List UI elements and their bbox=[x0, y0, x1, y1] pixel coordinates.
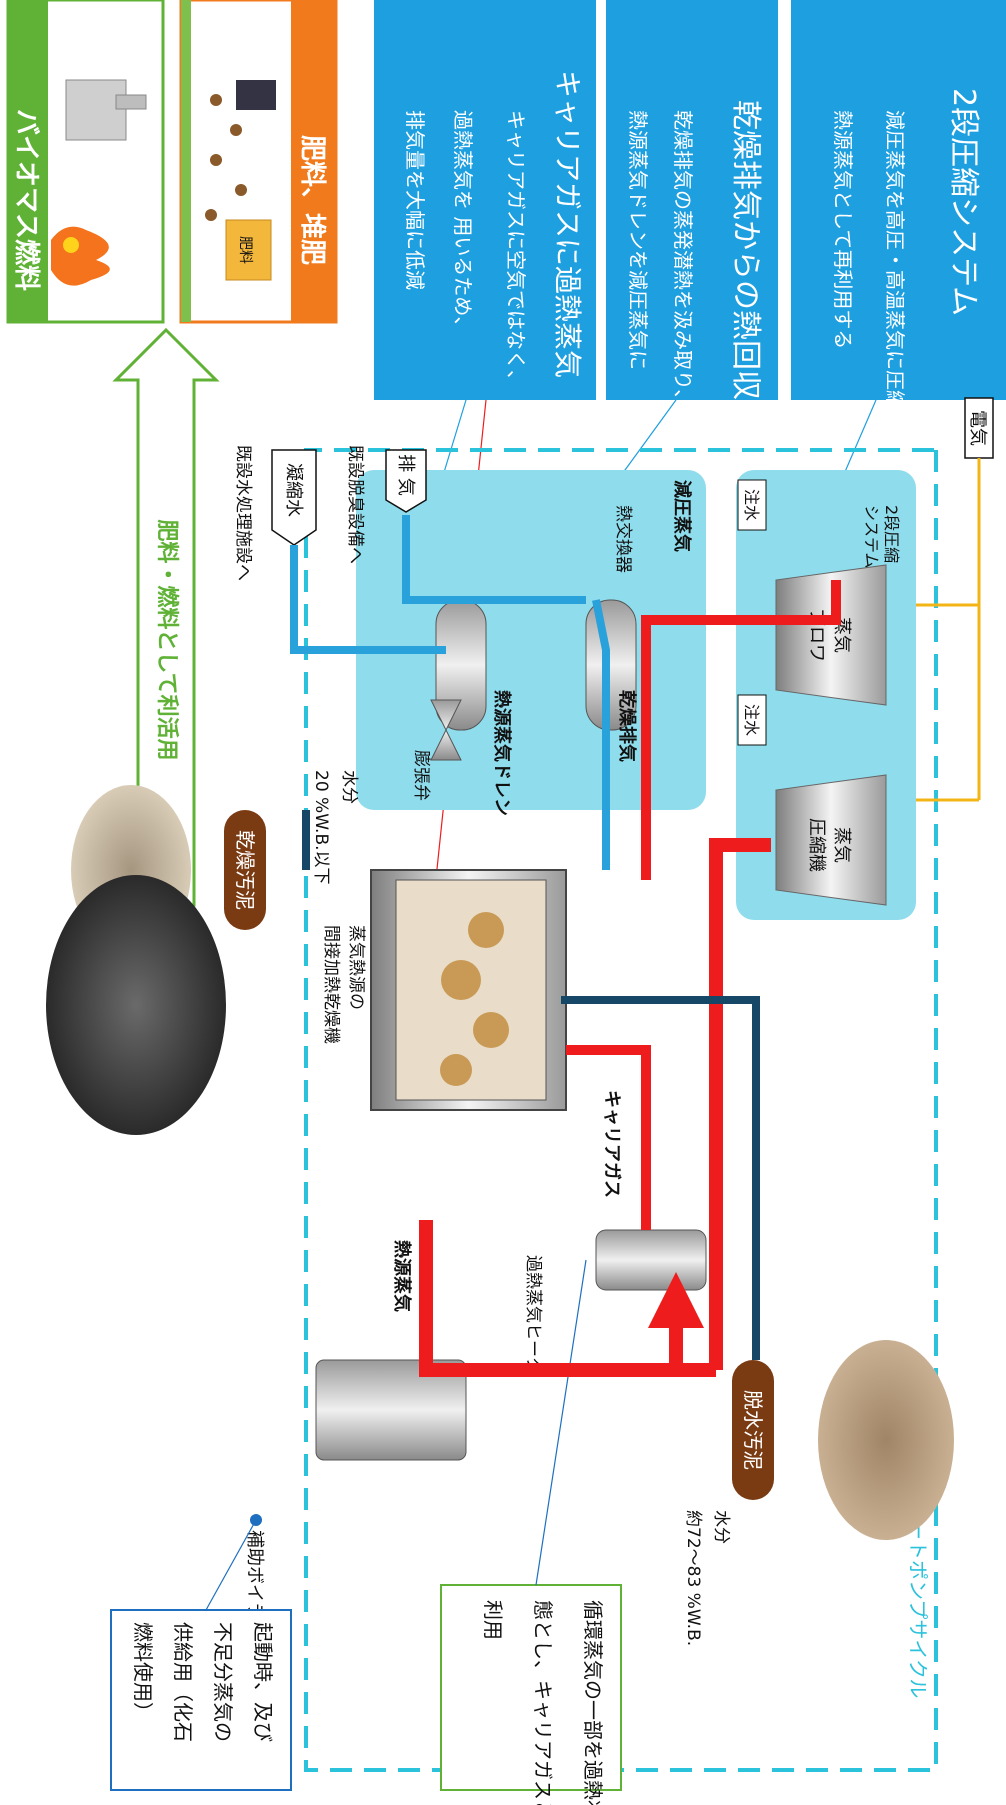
carrier-gas-label: キャリアガス bbox=[601, 1090, 622, 1198]
steam-compressor-label-1: 蒸気 bbox=[831, 827, 852, 863]
farmer-icon bbox=[236, 80, 276, 110]
fertilizer-bag-label: 肥料 bbox=[237, 236, 253, 264]
note-circulating: 循環蒸気の一部を過熱状 態とし、キャリアガスとして 利用 bbox=[440, 1584, 622, 1805]
two-stage-label-1: 2段圧縮 bbox=[882, 505, 901, 563]
callout-carrier-line2: 過熱蒸気を 用いるため、 bbox=[451, 110, 475, 336]
superheater-shape bbox=[595, 1229, 707, 1291]
moisture-wet-label-2: 約72～83 %W.B. bbox=[683, 1510, 703, 1646]
dryer-label-1: 蒸気熱源の bbox=[346, 925, 366, 1010]
dewatered-sludge-photo bbox=[818, 1340, 954, 1540]
field-strip bbox=[181, 0, 191, 322]
exhaust-box bbox=[385, 449, 427, 513]
steam-compressor-shape bbox=[775, 774, 887, 906]
seed-dot bbox=[230, 124, 242, 136]
depressurized-steam-label: 減圧蒸気 bbox=[671, 480, 693, 552]
output-biomass: バイオマス燃料 bbox=[6, 0, 165, 324]
note-circulating-line3: 利用 bbox=[481, 1600, 505, 1640]
condensate-pipe bbox=[290, 545, 446, 654]
callout-carrier-title: キャリアガスに過熱蒸気 bbox=[551, 70, 584, 378]
condensate-label: 凝縮水 bbox=[283, 463, 304, 517]
callout-two-stage-title: 2段圧縮システム bbox=[946, 88, 981, 316]
dryer-interior-photo bbox=[46, 875, 226, 1135]
dryer-drum bbox=[370, 869, 567, 1111]
callout-carrier-line1: キャリアガスに空気ではなく、 bbox=[504, 110, 528, 390]
dry-exhaust-label: 乾燥排気 bbox=[616, 690, 638, 762]
to-wastewater-label: 既設水処理施設へ bbox=[233, 445, 253, 581]
superheater-label: 過熱蒸気ヒータ bbox=[523, 1255, 543, 1374]
steam-pipe-boiler bbox=[419, 1220, 716, 1377]
utilization-label: 肥料・燃料として利活用 bbox=[154, 519, 180, 760]
water-injection-label-2: 注水 bbox=[742, 704, 761, 736]
moisture-dry-label-1: 水分 bbox=[339, 770, 359, 804]
moisture-wet-label-1: 水分 bbox=[711, 1510, 731, 1544]
water-injection-box-1 bbox=[737, 479, 767, 531]
exhaust-label: 排 気 bbox=[395, 454, 416, 496]
factory-icon bbox=[65, 79, 127, 141]
dried-sludge-label: 乾燥汚泥 bbox=[233, 830, 257, 910]
steam-compressor-label-2: 圧縮機 bbox=[806, 818, 827, 872]
drain-pipe bbox=[641, 580, 841, 880]
aux-boiler-shape bbox=[315, 1359, 467, 1461]
biomass-title: バイオマス燃料 bbox=[11, 109, 41, 291]
expansion-valve-icon bbox=[430, 699, 462, 761]
water-injection-label-1: 注水 bbox=[742, 489, 761, 521]
note-boiler-line2: 不足分蒸気の bbox=[211, 1622, 235, 1742]
sludge-lump bbox=[468, 912, 504, 948]
note-boiler-line4: 燃料使用） bbox=[131, 1622, 155, 1722]
exhaust-pipe bbox=[402, 515, 586, 604]
callout-carrier: キャリアガスに過熱蒸気 キャリアガスに空気ではなく、 過熱蒸気を 用いるため、 … bbox=[374, 0, 596, 400]
output-fertilizer: 肥料、堆肥 肥料 bbox=[179, 0, 338, 324]
electricity-label: 電気 bbox=[967, 410, 988, 446]
note-boiler-line3: 供給用（化石 bbox=[171, 1622, 195, 1742]
dryer-label-2: 間接加熱乾燥機 bbox=[321, 925, 341, 1044]
expansion-valve-label: 膨張弁 bbox=[411, 750, 431, 801]
note-boiler-leader bbox=[205, 1519, 257, 1611]
note-circulating-line1: 循環蒸気の一部を過熱状 bbox=[581, 1600, 605, 1805]
sludge-lump bbox=[440, 1054, 472, 1086]
sludge-lump bbox=[441, 960, 481, 1000]
seed-dot bbox=[235, 184, 247, 196]
steam-blower-shape bbox=[775, 564, 887, 706]
note-circulating-leader bbox=[535, 1259, 587, 1586]
callout-heat-recovery-line1: 乾燥排気の蒸発潜熱を汲み取り、 bbox=[671, 110, 695, 409]
to-deodorization-label: 既設脱臭設備へ bbox=[345, 445, 365, 564]
fertilizer-title: 肥料、堆肥 bbox=[297, 135, 327, 265]
callout-heat-recovery: 乾燥排気からの熱回収 乾燥排気の蒸発潜熱を汲み取り、 熱源蒸気ドレンを減圧蒸気に bbox=[606, 0, 778, 409]
heat-source-steam-label: 熱源蒸気 bbox=[391, 1240, 413, 1312]
callout-two-stage-line1: 減圧蒸気を高圧・高温蒸気に圧縮し、 bbox=[883, 110, 907, 450]
fertilizer-bag-icon bbox=[225, 219, 272, 281]
note-boiler: 起動時、及び 不足分蒸気の 供給用（化石 燃料使用） bbox=[110, 1609, 292, 1791]
note-boiler-line1: 起動時、及び bbox=[251, 1622, 275, 1742]
seed-dot bbox=[210, 154, 222, 166]
two-stage-label-2: システム bbox=[862, 505, 881, 569]
sludge-feed-line bbox=[561, 996, 760, 1360]
callout-heat-recovery-line2: 熱源蒸気ドレンを減圧蒸気に bbox=[626, 110, 650, 370]
note-circulating-line2: 態とし、キャリアガスとして bbox=[531, 1600, 555, 1805]
callout-two-stage-line2: 熱源蒸気として再利用する bbox=[831, 110, 855, 349]
steam-blower-label-1: 蒸気 bbox=[831, 617, 852, 653]
aux-boiler-label: 補助ボイラ bbox=[244, 1530, 265, 1620]
carrier-gas-pipe bbox=[566, 1045, 651, 1230]
callout-carrier-line3: 排気量を大幅に低減 bbox=[403, 110, 427, 290]
dried-sludge-badge bbox=[224, 810, 266, 930]
water-injection-box-2 bbox=[737, 694, 767, 746]
seed-dot bbox=[205, 209, 217, 221]
dewatered-sludge-badge bbox=[732, 1360, 774, 1500]
sludge-lump bbox=[473, 1012, 509, 1048]
heat-source-drain-label: 熱源蒸気ドレン bbox=[491, 690, 513, 816]
heat-exchanger-label: 熱交換器 bbox=[613, 505, 633, 573]
chimney-icon bbox=[115, 94, 147, 110]
seed-dot bbox=[210, 94, 222, 106]
condensate-box bbox=[271, 449, 317, 546]
callout-heat-recovery-title: 乾燥排気からの熱回収 bbox=[728, 100, 763, 400]
dry-exhaust-pipe bbox=[592, 599, 610, 870]
flame-core bbox=[63, 237, 79, 253]
callout-two-stage: 2段圧縮システム 減圧蒸気を高圧・高温蒸気に圧縮し、 熱源蒸気として再利用する bbox=[791, 0, 1006, 450]
steam-pipe-main bbox=[709, 838, 771, 1370]
moisture-dry-label-2: 20 %W.B.以下 bbox=[311, 770, 331, 885]
dewatered-sludge-label: 脱水汚泥 bbox=[741, 1390, 765, 1470]
